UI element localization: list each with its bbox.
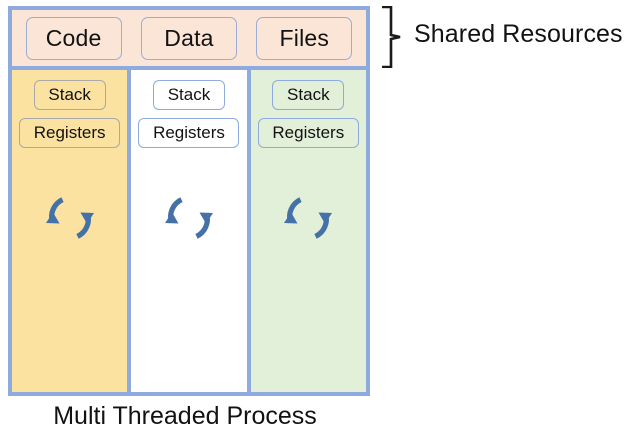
- shared-resources-row: Code Data Files: [12, 10, 366, 70]
- thread-3-stack-box: Stack: [272, 80, 345, 110]
- thread-2-stack-label: Stack: [167, 85, 211, 104]
- thread-3-registers-label: Registers: [272, 123, 345, 142]
- thread-2-stack-box: Stack: [152, 80, 225, 110]
- thread-3-registers-box: Registers: [257, 118, 359, 148]
- threads-row: Stack Registers Stack Registers: [12, 70, 366, 392]
- multi-threaded-process-container: Code Data Files Stack Registers: [8, 6, 370, 396]
- thread-3-stack-label: Stack: [287, 85, 330, 104]
- thread-1-stack-label: Stack: [48, 85, 91, 104]
- cycle-arrows-icon: [164, 197, 213, 239]
- thread-column-3: Stack Registers: [250, 70, 366, 392]
- thread-column-2: Stack Registers: [131, 70, 247, 392]
- cycle-arrows-icon: [45, 197, 94, 239]
- shared-resource-data-label: Data: [164, 24, 214, 51]
- cycle-arrows-icon: [284, 197, 333, 239]
- thread-1-stack-box: Stack: [33, 80, 106, 110]
- thread-2-registers-label: Registers: [153, 123, 225, 142]
- thread-2-registers-box: Registers: [138, 118, 240, 148]
- shared-resource-files-label: Files: [279, 24, 330, 51]
- shared-resource-code-label: Code: [45, 24, 102, 51]
- thread-1-registers-box: Registers: [19, 118, 121, 148]
- curly-brace-right-icon: [382, 6, 401, 68]
- shared-resource-data-box: Data: [140, 16, 237, 60]
- shared-resource-files-box: Files: [256, 16, 353, 60]
- thread-1-registers-label: Registers: [33, 123, 106, 142]
- shared-resources-label: Shared Resources: [414, 20, 623, 48]
- shared-resources-brace: [378, 6, 408, 68]
- shared-resource-code-box: Code: [25, 16, 122, 60]
- thread-column-1: Stack Registers: [12, 70, 128, 392]
- diagram-caption: Multi Threaded Process: [53, 402, 317, 430]
